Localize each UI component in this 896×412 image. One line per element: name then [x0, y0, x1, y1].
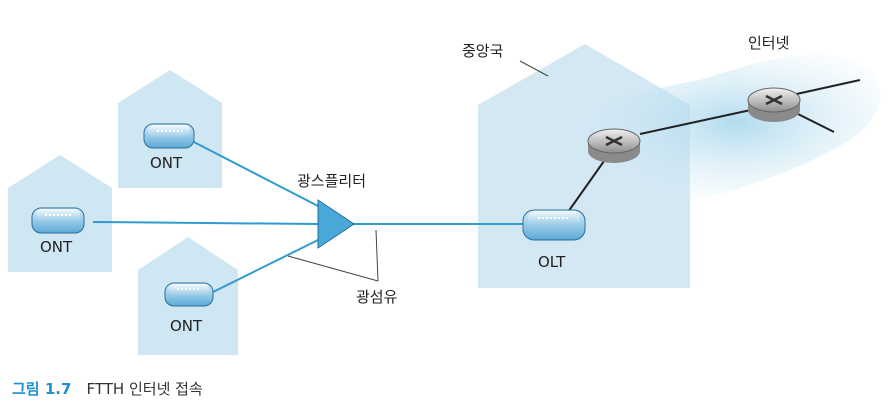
olt-label: OLT: [538, 253, 566, 271]
fiber-label: 광섬유: [356, 288, 398, 306]
central-office-label: 중앙국: [462, 42, 504, 60]
internet-label: 인터넷: [748, 34, 789, 52]
optical-splitter: [317, 199, 355, 249]
fiber-bottom: [212, 239, 319, 293]
figure-caption: 그림 1.7 FTTH 인터넷 접속: [12, 379, 203, 398]
router-cross-icon: [605, 135, 623, 147]
figure-number: 그림 1.7: [12, 380, 71, 398]
splitter-label: 광스플리터: [297, 172, 366, 190]
ont-label-top: ONT: [150, 154, 183, 172]
olt-device: [522, 209, 586, 241]
router-cross-icon: [765, 94, 783, 106]
ont-device-left: [31, 207, 85, 234]
router-internet: [747, 87, 801, 122]
figure-title: FTTH 인터넷 접속: [87, 380, 203, 398]
router-central: [587, 128, 641, 163]
fiber-top: [189, 139, 319, 207]
ont-label-bottom: ONT: [170, 317, 203, 335]
ont-label-left: ONT: [40, 238, 73, 256]
fiber-lines: [92, 139, 528, 293]
ont-device-bottom: [164, 282, 214, 307]
fiber-left: [92, 221, 319, 225]
ont-device-top: [143, 123, 195, 149]
callout-lines: [287, 60, 549, 282]
